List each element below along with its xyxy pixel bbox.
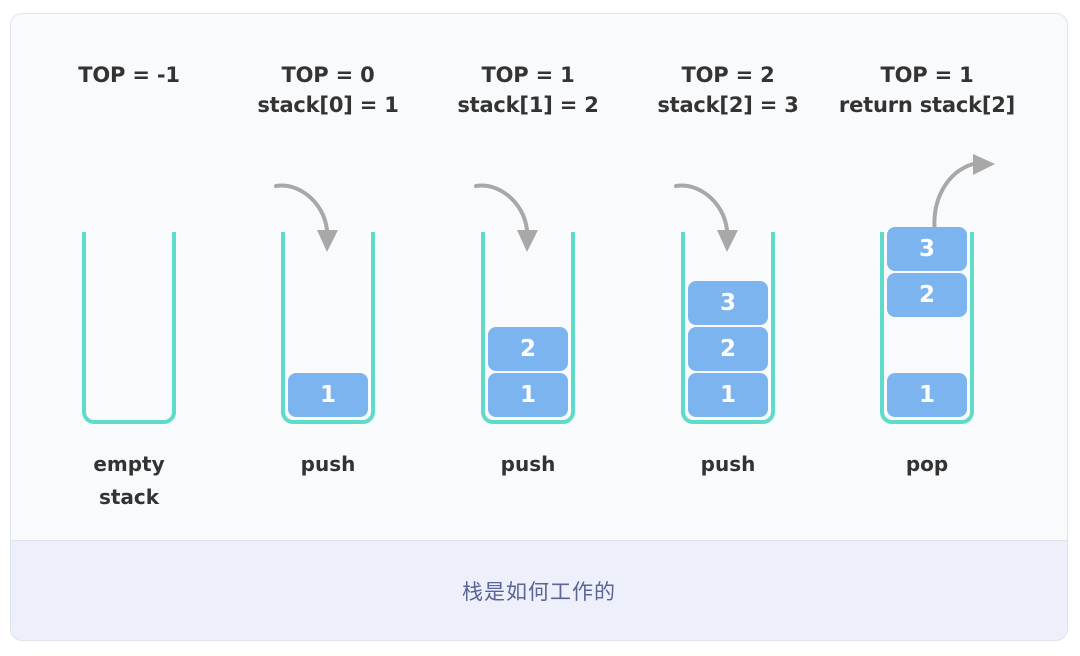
stack-cells: 1 (288, 371, 368, 417)
stack-container: 1 (281, 232, 375, 424)
stack-diagram-card: TOP = -1 empty stack TOP = 0 stack[0] = … (10, 13, 1068, 641)
column-top-label: TOP = 0 stack[0] = 1 (228, 60, 428, 120)
column-operation-label-line2: stack (98, 485, 160, 509)
stack-container: 1 2 (481, 232, 575, 424)
column-top-label: TOP = 1 stack[1] = 2 (428, 60, 628, 120)
stack-cell: 2 (688, 327, 768, 371)
stack-cell: 1 (488, 373, 568, 417)
stack-cells: 1 2 3 (688, 279, 768, 417)
column-top-label-line1: TOP = 2 (681, 63, 775, 87)
diagram-area: TOP = -1 empty stack TOP = 0 stack[0] = … (11, 14, 1067, 542)
column-top-label: TOP = 1 return stack[2] (827, 60, 1027, 120)
stack-container: 1 2 3 (880, 227, 974, 424)
column-top-label-line1: TOP = 0 (281, 63, 375, 87)
stack-column-push-3: TOP = 2 stack[2] = 3 1 2 3 push (628, 14, 828, 542)
stack-cell-popped: 3 (887, 227, 967, 271)
column-top-label: TOP = 2 stack[2] = 3 (628, 60, 828, 120)
stack-cells: 1 2 (488, 325, 568, 417)
column-top-label-line2: return stack[2] (838, 93, 1016, 117)
stack-cell: 1 (887, 373, 967, 417)
stack-cell: 2 (887, 273, 967, 317)
column-top-label-line2: stack[1] = 2 (457, 93, 599, 117)
column-operation-label: push (628, 448, 828, 481)
column-operation-label: push (428, 448, 628, 481)
column-top-label-line2: stack[2] = 3 (657, 93, 799, 117)
column-operation-label-line1: empty (93, 452, 165, 476)
column-operation-label: push (228, 448, 428, 481)
column-top-label-line1: TOP = -1 (78, 63, 180, 87)
figure-caption: 栈是如何工作的 (462, 579, 616, 604)
column-top-label-line1: TOP = 1 (481, 63, 575, 87)
stack-cell: 1 (288, 373, 368, 417)
stack-cell: 1 (688, 373, 768, 417)
stack-column-pop: TOP = 1 return stack[2] 1 2 3 pop (827, 14, 1027, 542)
column-operation-label-line1: push (300, 452, 356, 476)
figure-caption-bar: 栈是如何工作的 (11, 540, 1067, 640)
column-operation-label-line1: pop (905, 452, 949, 476)
column-top-label-line2: stack[0] = 1 (257, 93, 399, 117)
column-top-label: TOP = -1 (29, 60, 229, 90)
column-operation-label-line1: push (500, 452, 556, 476)
column-operation-label: empty stack (29, 448, 229, 514)
stack-container (82, 232, 176, 424)
stack-column-push-1: TOP = 0 stack[0] = 1 1 push (228, 14, 428, 542)
column-top-label-line1: TOP = 1 (880, 63, 974, 87)
stack-cell: 2 (488, 327, 568, 371)
stack-container: 1 2 3 (681, 232, 775, 424)
stack-cell: 3 (688, 281, 768, 325)
stack-column-empty: TOP = -1 empty stack (29, 14, 229, 542)
stack-column-push-2: TOP = 1 stack[1] = 2 1 2 push (428, 14, 628, 542)
column-operation-label-line1: push (700, 452, 756, 476)
column-operation-label: pop (827, 448, 1027, 481)
stack-cells: 1 2 3 (887, 225, 967, 417)
